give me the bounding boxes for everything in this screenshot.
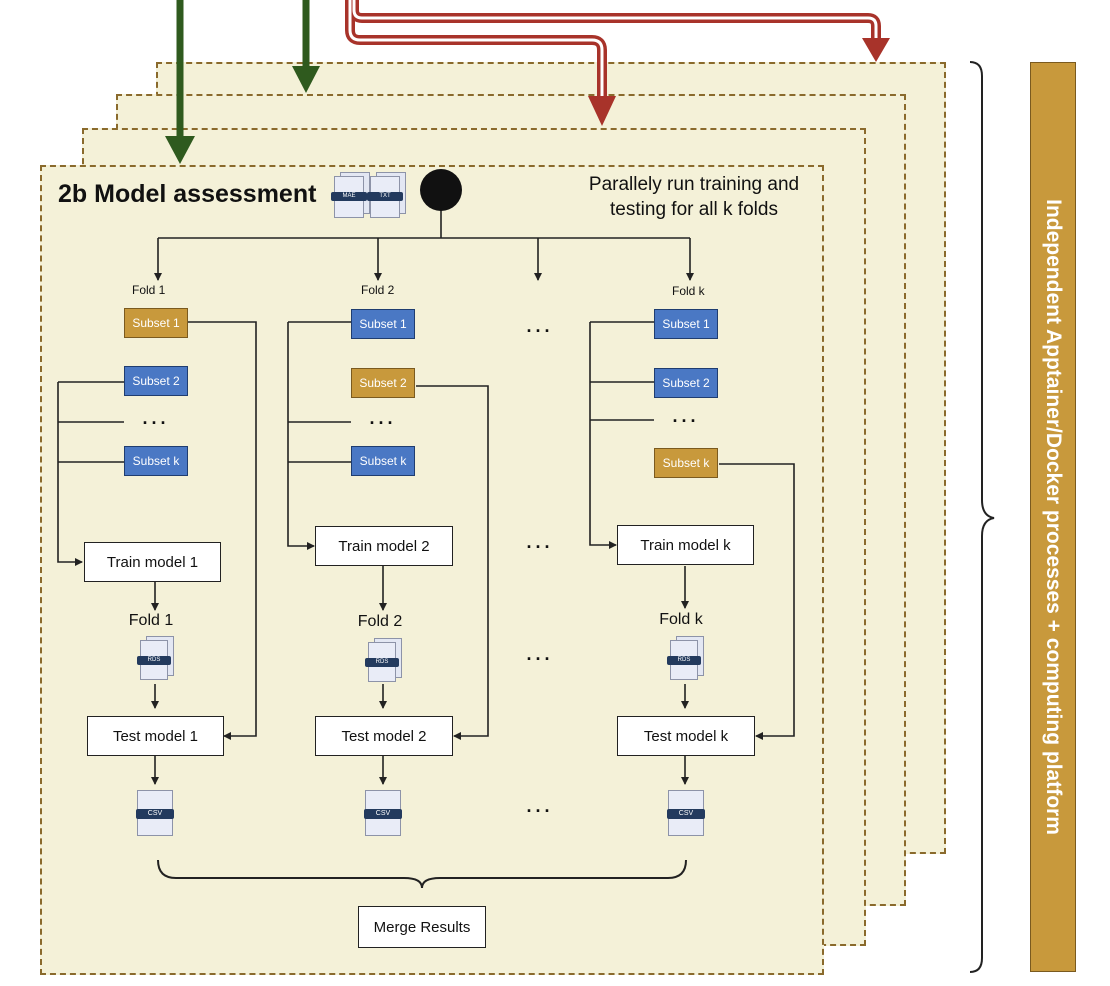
column-ellipsis-results: ... xyxy=(526,796,554,816)
train-model-2: Train model 2 xyxy=(315,526,453,566)
red-arrows xyxy=(345,0,881,98)
column-ellipsis-train: ... xyxy=(526,532,554,552)
fold-k-connectors xyxy=(589,321,795,785)
fold-k-rds-icon: RDS xyxy=(667,640,701,680)
fold-k-subset-1: Subset 1 xyxy=(654,309,718,339)
mae-file-tag: MAE xyxy=(331,192,367,201)
fold-2-connectors xyxy=(287,321,489,785)
right-brace xyxy=(969,61,995,973)
train-model-k: Train model k xyxy=(617,525,754,565)
panel-title: 2b Model assessment xyxy=(58,180,317,208)
green-arrowhead-2 xyxy=(292,66,320,93)
fold-2-csv-icon: CSV xyxy=(364,790,402,836)
txt-file-tag: TXT xyxy=(367,192,403,201)
column-ellipsis-fold: ... xyxy=(526,644,554,664)
fold-2-subset-k: Subset k xyxy=(351,446,415,476)
fold-1-subset-k: Subset k xyxy=(124,446,188,476)
column-ellipsis-subsets: ... xyxy=(526,316,554,336)
fold-1-subset-ellipsis: ... xyxy=(142,408,170,428)
fold-k-rds-tag: RDS xyxy=(667,656,701,665)
parallel-note: Parallely run training and testing for a… xyxy=(588,174,800,220)
red-arrowhead-1 xyxy=(588,96,616,126)
fold-2-label: Fold 2 xyxy=(361,283,395,297)
fold-k-label: Fold k xyxy=(672,284,705,298)
green-arrows xyxy=(176,0,310,140)
fold-2-rds-tag: RDS xyxy=(365,658,399,667)
fold-2-caption: Fold 2 xyxy=(357,613,403,630)
test-model-1: Test model 1 xyxy=(87,716,224,756)
fold-k-csv-icon: CSV xyxy=(667,790,705,836)
platform-bar xyxy=(1030,62,1076,972)
fold-2-subset-ellipsis: ... xyxy=(369,408,397,428)
fold-k-subset-2: Subset 2 xyxy=(654,368,718,398)
fold-1-subset-1: Subset 1 xyxy=(124,308,188,338)
fold-k-csv-tag: CSV xyxy=(667,809,705,819)
fold-k-caption: Fold k xyxy=(659,611,703,628)
platform-label: Independent Apptainer/Docker processes +… xyxy=(1042,199,1065,835)
fold-1-caption: Fold 1 xyxy=(128,612,174,629)
fold-1-rds-tag: RDS xyxy=(137,656,171,665)
test-model-k: Test model k xyxy=(617,716,755,756)
start-node xyxy=(420,169,462,211)
fold-1-label: Fold 1 xyxy=(132,283,166,297)
fold-2-rds-icon: RDS xyxy=(365,642,399,682)
fold-2-subset-2: Subset 2 xyxy=(351,368,415,398)
fold-1-csv-icon: CSV xyxy=(136,790,174,836)
fold-k-subset-ellipsis: ... xyxy=(672,406,700,426)
fold-2-subset-1: Subset 1 xyxy=(351,309,415,339)
fold-2-csv-tag: CSV xyxy=(364,809,402,819)
red-arrows-inner xyxy=(348,0,878,98)
fold-split xyxy=(154,210,694,281)
test-model-2: Test model 2 xyxy=(315,716,453,756)
merge-brace xyxy=(157,859,687,889)
merge-results: Merge Results xyxy=(358,906,486,948)
fold-1-rds-icon: RDS xyxy=(137,640,171,680)
fold-1-connectors xyxy=(57,321,257,785)
train-model-1: Train model 1 xyxy=(84,542,221,582)
txt-file-icon: TXT xyxy=(367,176,403,218)
fold-1-subset-2: Subset 2 xyxy=(124,366,188,396)
red-arrowhead-2 xyxy=(862,38,890,62)
fold-1-csv-tag: CSV xyxy=(136,809,174,819)
green-arrowhead-1 xyxy=(165,136,195,164)
fold-k-subset-k: Subset k xyxy=(654,448,718,478)
mae-file-icon: MAE xyxy=(331,176,367,218)
